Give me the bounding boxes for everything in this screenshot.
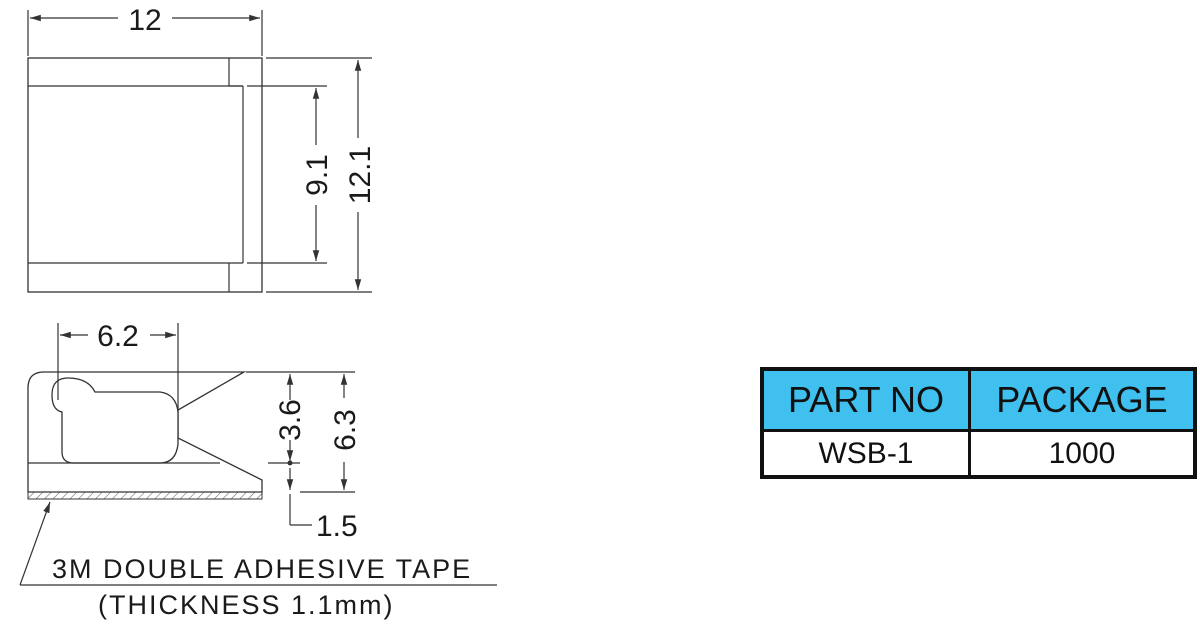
header-package: PACKAGE [968, 367, 1197, 432]
header-part-no: PART NO [760, 367, 971, 432]
dim-label-inner-height: 9.1 [301, 154, 334, 196]
tape-note-line1: 3M DOUBLE ADHESIVE TAPE [52, 554, 472, 584]
dim-label-gap: 3.6 [274, 399, 307, 441]
top-view-outline [27, 57, 263, 293]
dim-width-12: 12 [27, 4, 263, 56]
dim-label-height: 6.3 [329, 409, 362, 451]
dim-label-width: 12 [128, 4, 161, 37]
table-row: WSB-1 1000 [760, 429, 1197, 479]
dim-label-base: 1.5 [316, 510, 358, 543]
top-view: 12 9.1 12.1 [27, 4, 377, 293]
dim-outer-height: 12.1 [266, 57, 377, 293]
dim-inner-height: 9.1 [247, 85, 334, 264]
parts-table: PART NO PACKAGE WSB-1 1000 [760, 367, 1197, 479]
cell-package: 1000 [968, 429, 1197, 479]
tape-note: 3M DOUBLE ADHESIVE TAPE (THICKNESS 1.1mm… [19, 501, 497, 620]
dim-opening: 6.2 [57, 320, 179, 410]
dim-label-outer-height: 12.1 [344, 146, 377, 204]
parts-table-header-row: PART NO PACKAGE [760, 367, 1197, 432]
adhesive-tape [27, 491, 263, 500]
tape-note-line2: (THICKNESS 1.1mm) [98, 590, 395, 620]
side-view: 6.2 3.6 6.3 1.5 [19, 320, 497, 620]
dim-gap: 3.6 [246, 371, 307, 466]
dim-base: 1.5 [286, 468, 358, 543]
cell-part-no: WSB-1 [760, 429, 971, 479]
dim-label-opening: 6.2 [97, 320, 139, 353]
dim-height: 6.3 [300, 371, 362, 493]
